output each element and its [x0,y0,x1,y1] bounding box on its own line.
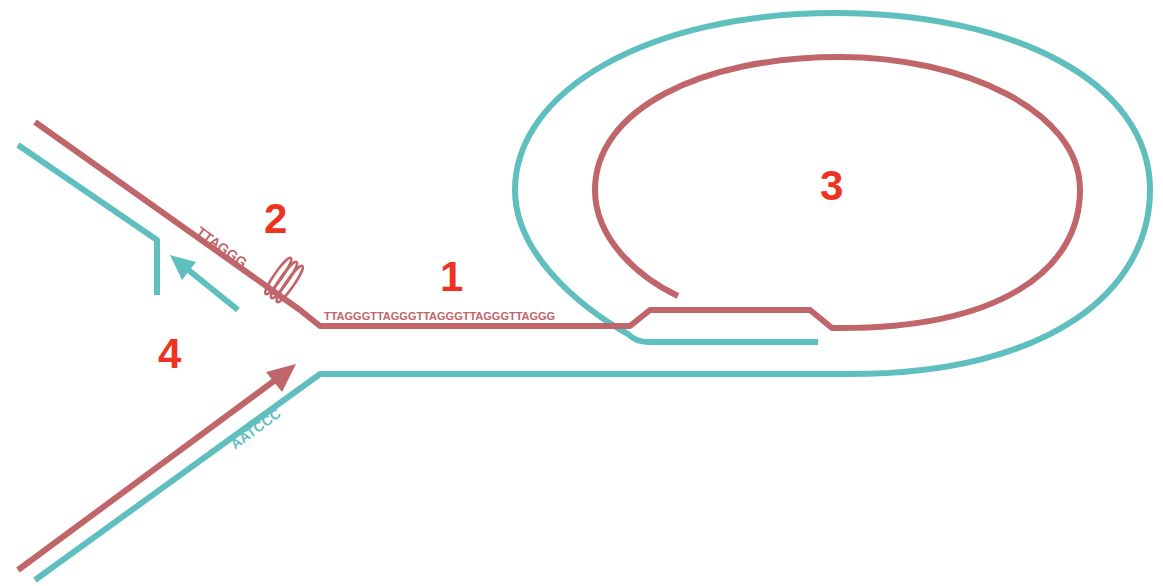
sequence-label: AATCCC [228,406,283,451]
protein-symbol [262,256,305,305]
sequence-label: TTAGGGTTAGGGTTAGGGTTAGGGTTAGGG [324,311,555,322]
callout-number: 1 [440,256,463,298]
teal-strand [35,13,1150,580]
sequence-label: TTAGGG [194,224,250,270]
arrow-head [170,255,196,280]
arrow-head [266,364,296,392]
teal-arrow [186,268,238,310]
callout-number: 3 [820,165,843,207]
callout-number: 4 [158,333,181,375]
callout-number: 2 [264,198,287,240]
red-lagging-strand [18,378,278,570]
teal-strand-upper [18,145,157,295]
red-strand [35,57,1080,328]
